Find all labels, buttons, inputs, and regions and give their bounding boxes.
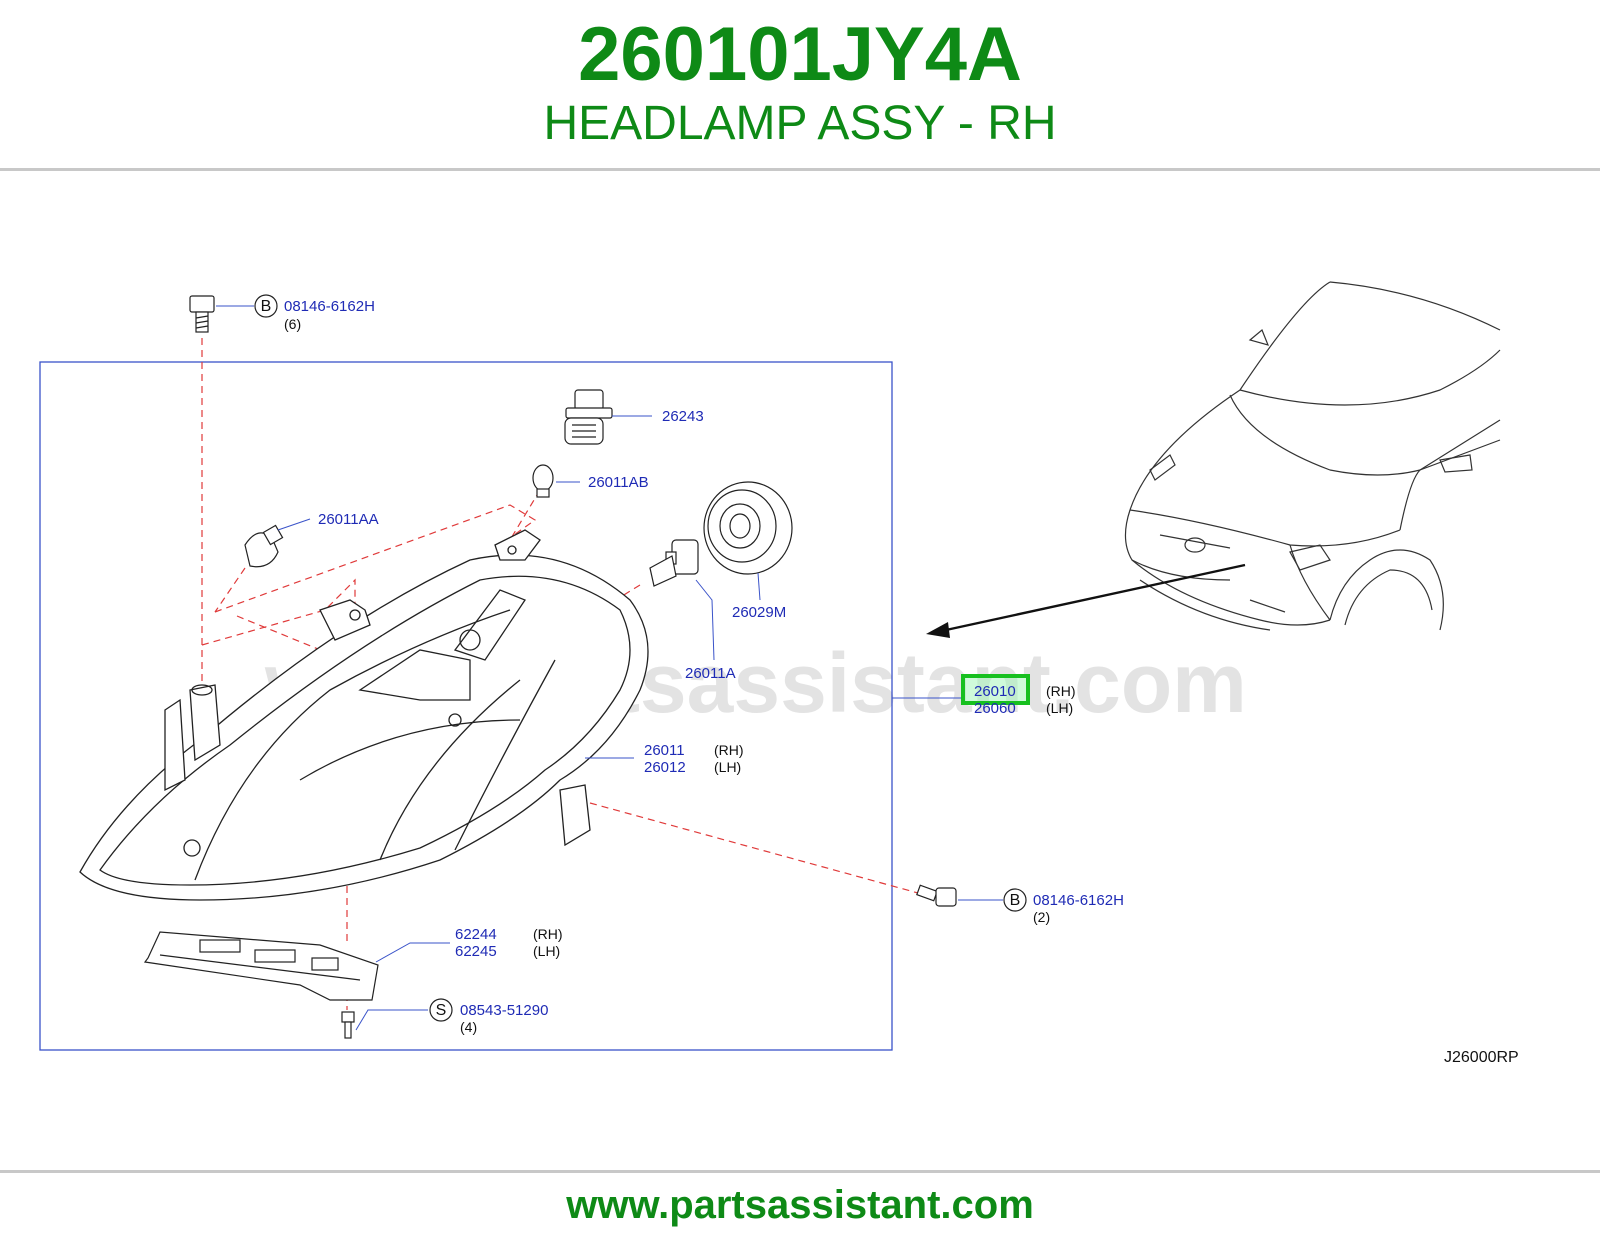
label-bracket-rh-side: (RH) [533,926,563,942]
label-assy-lh-side: (LH) [1046,700,1073,716]
label-assy-rh-side: (RH) [1046,683,1076,699]
label-bulb-aa[interactable]: 26011AA [318,511,379,528]
diagram-svg: www.partsassistant.com B 08146-6162H (6) [39,281,1519,1066]
parts-diagram: www.partsassistant.com B 08146-6162H (6) [0,170,1600,1168]
label-cap[interactable]: 26029M [732,604,786,621]
label-housing-rh[interactable]: 26011 [644,742,685,759]
part-number: 260101JY4A [578,12,1022,97]
bracket-icon [143,931,379,1001]
label-assy-rh[interactable]: 26010 [974,683,1016,700]
label-bracket-lh-side: (LH) [533,943,560,959]
bolt-top-number[interactable]: 08146-6162H [284,298,375,315]
footer-divider [0,1170,1600,1173]
part-name: HEADLAMP ASSY - RH [543,97,1057,150]
label-assy-lh[interactable]: 26060 [974,700,1016,717]
header-divider [0,168,1600,171]
label-housing-lh-side: (LH) [714,759,741,775]
location-arrow [945,563,1246,632]
label-bulb-ab[interactable]: 26011AB [588,474,649,491]
footer-url[interactable]: www.partsassistant.com [566,1183,1034,1227]
arrow-head-icon [926,622,950,638]
bulb-aa-icon [244,524,284,568]
bolt-right-qty: (2) [1033,909,1050,925]
screw-bottom-icon [341,1011,355,1039]
callout-circle [429,998,453,1022]
label-housing-rh-side: (RH) [714,742,744,758]
callout-letter: S [436,1002,447,1019]
bolt-top-icon [189,295,215,333]
assy-highlight-box [961,674,1030,705]
label-bracket-lh[interactable]: 62245 [455,943,497,960]
bulb-a-icon [649,539,699,587]
bolt-right-number[interactable]: 08146-6162H [1033,892,1124,909]
socket-icon [564,389,613,445]
label-bracket-rh[interactable]: 62244 [455,926,497,943]
page-header: 260101JY4A HEADLAMP ASSY - RH [0,0,1600,168]
label-housing-lh[interactable]: 26012 [644,759,686,776]
callout-letter: B [261,298,272,315]
screw-bottom-qty: (4) [460,1019,477,1035]
drawing-code: J26000RP [1444,1049,1519,1066]
cap-icon [703,481,793,575]
callout-letter: B [1010,892,1021,909]
assembly-frame [39,361,893,1051]
screw-bottom-number[interactable]: 08543-51290 [460,1002,548,1019]
vehicle-illustration [1124,281,1501,631]
headlamp-housing [79,529,649,901]
callout-circle [254,294,278,318]
bulb-ab-icon [532,464,554,498]
label-socket[interactable]: 26243 [662,408,704,425]
callout-circle [1003,888,1027,912]
bolt-top-qty: (6) [284,316,301,332]
label-bulb-a[interactable]: 26011A [685,665,736,682]
bolt-right-icon [916,884,957,907]
